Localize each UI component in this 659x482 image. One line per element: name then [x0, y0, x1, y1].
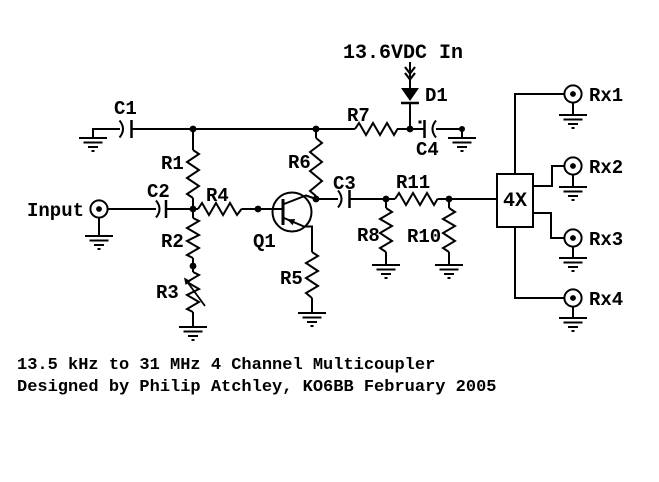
caption-block: 13.5 kHz to 31 MHz 4 Channel Multicouple…	[17, 356, 496, 397]
rx1-branch	[514, 93, 574, 174]
d1-label: D1	[425, 85, 448, 107]
q1-label: Q1	[253, 231, 276, 253]
resistor-r10	[441, 199, 457, 265]
resistor-r2	[184, 209, 202, 266]
resistor-r6	[308, 129, 324, 199]
power-input-label: 13.6VDC In	[343, 42, 463, 65]
q1-emitter-arrow-icon	[287, 219, 296, 226]
rx2-label: Rx2	[589, 157, 623, 179]
ground-symbol-c1	[78, 137, 108, 152]
r4-label: R4	[206, 185, 229, 207]
rx3-branch	[533, 212, 574, 258]
rx4-connector	[563, 288, 583, 308]
r1-label: R1	[161, 153, 184, 175]
q1-collector	[283, 194, 317, 205]
vdc-arrow-icon	[404, 62, 416, 82]
capacitor-c1	[118, 119, 133, 139]
transistor-q1	[271, 191, 317, 252]
r3-label: R3	[156, 282, 179, 304]
resistor-r3	[184, 266, 206, 327]
r5-label: R5	[280, 268, 303, 290]
ground-symbol-r3	[178, 326, 208, 341]
r3-arrowhead-icon	[184, 277, 191, 285]
power-rail-wires	[92, 128, 424, 138]
c3-label: C3	[333, 173, 356, 195]
r10-label: R10	[407, 226, 441, 248]
ground-symbol-rx3	[558, 257, 588, 272]
r2-label: R2	[161, 231, 184, 253]
input-connector	[89, 199, 109, 219]
r6-label: R6	[288, 152, 311, 174]
coupler-label: 4X	[503, 190, 527, 213]
c4-polarity-mark	[418, 120, 422, 124]
caption-line2: Designed by Philip Atchley, KO6BB Februa…	[17, 378, 496, 397]
rx2-branch	[533, 165, 574, 187]
ground-symbol-c4	[447, 137, 477, 152]
r11-label: R11	[396, 172, 430, 194]
rx2-connector	[563, 156, 583, 176]
ground-symbol-input	[84, 235, 114, 250]
resistor-r7	[354, 121, 399, 137]
c4-label: C4	[416, 139, 439, 161]
r7-label: R7	[347, 105, 370, 127]
c1-label: C1	[114, 98, 137, 120]
caption-line1: 13.5 kHz to 31 MHz 4 Channel Multicouple…	[17, 356, 435, 375]
rx1-connector	[563, 84, 583, 104]
ground-symbol-r10	[434, 264, 464, 279]
rx1-label: Rx1	[589, 85, 623, 107]
r8-label: R8	[357, 225, 380, 247]
c2-label: C2	[147, 181, 170, 203]
diode-d1	[401, 80, 419, 129]
r3-wiper-arrow	[184, 278, 206, 307]
rx3-label: Rx3	[589, 229, 623, 251]
resistor-r8	[378, 199, 394, 265]
resistor-r4	[197, 201, 282, 217]
ground-symbol-r5	[297, 312, 327, 327]
input-label: Input	[27, 200, 84, 222]
resistor-r1	[185, 129, 201, 209]
ground-symbol-rx1	[558, 114, 588, 129]
q1-emitter	[283, 217, 313, 252]
rx4-label: Rx4	[589, 289, 623, 311]
ground-symbol-rx2	[558, 186, 588, 201]
capacitor-c4	[418, 119, 463, 139]
rx4-branch	[514, 227, 574, 318]
resistor-r5	[304, 251, 320, 313]
rx3-connector	[563, 228, 583, 248]
ground-symbol-rx4	[558, 317, 588, 332]
ground-symbol-r8	[371, 264, 401, 279]
junction-dots	[189, 125, 465, 270]
